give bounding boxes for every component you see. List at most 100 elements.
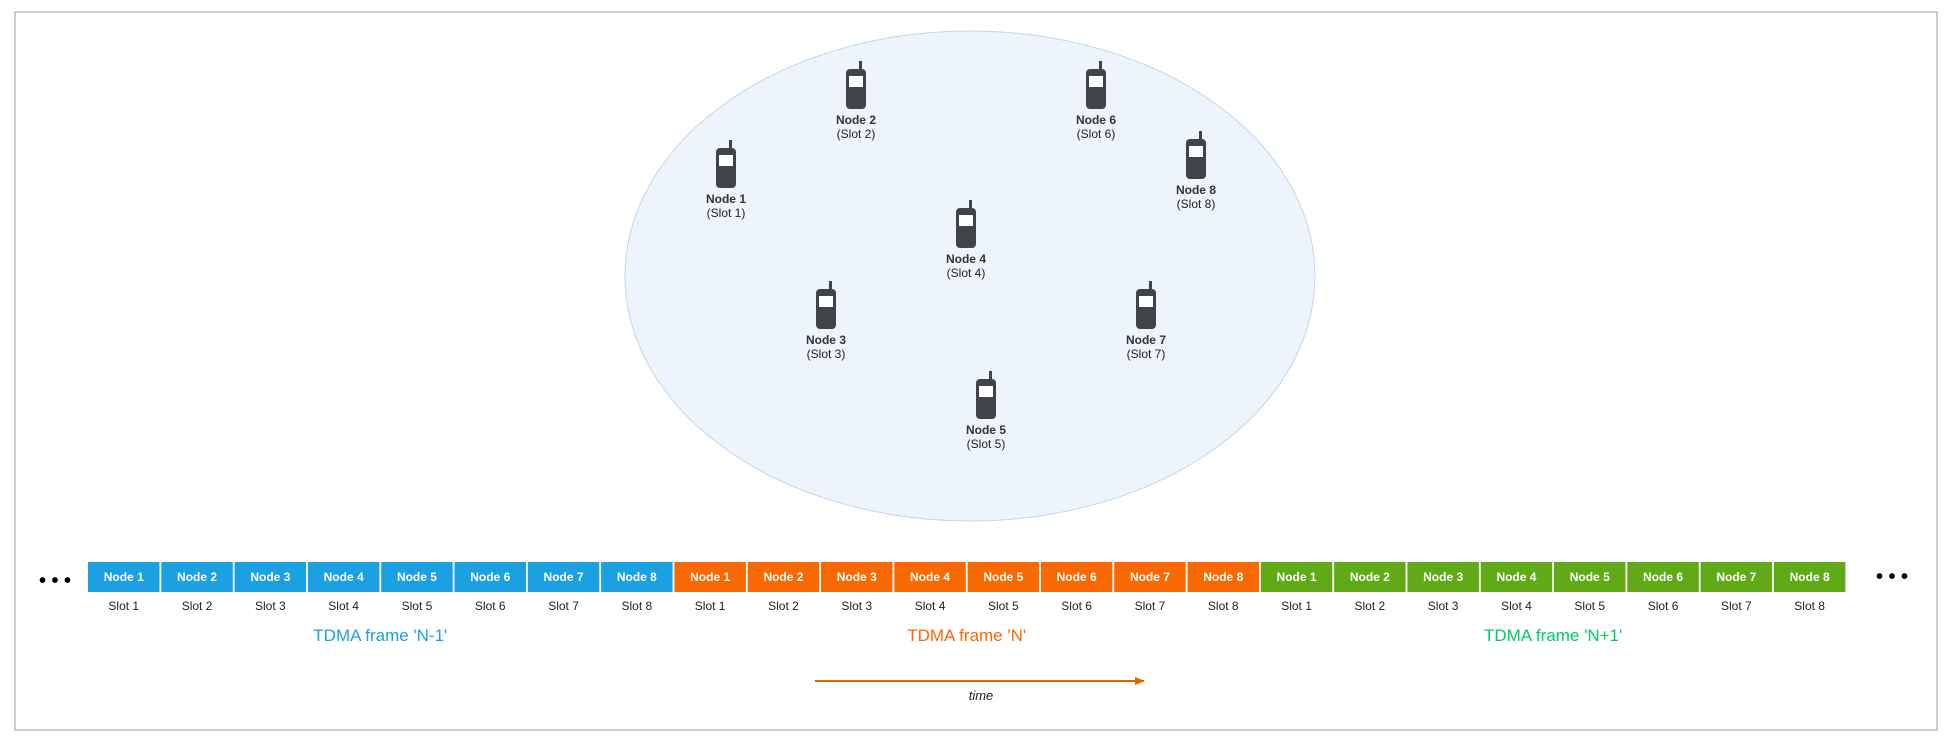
slot-cell <box>307 562 380 592</box>
mobile-phone-icon <box>846 61 866 109</box>
slot-cell <box>821 562 893 592</box>
slot-cell-label: Node 5 <box>397 570 437 584</box>
node-slot-label: (Slot 6) <box>1077 127 1116 141</box>
slot-cell-label: Node 8 <box>617 570 657 584</box>
node-name-label: Node 6 <box>1076 113 1116 127</box>
time-arrow: time <box>815 677 1145 703</box>
node-name-label: Node 8 <box>1176 183 1216 197</box>
tdma-frame-3: Node 1 Slot 1 Node 2 Slot 2 Node 3 Slot 3 Node… <box>1260 562 1846 645</box>
slot-label: Slot 4 <box>915 599 946 613</box>
frame-label: TDMA frame 'N' <box>907 626 1026 645</box>
nodes-layer: Node 1(Slot 1)Node 2(Slot 2)Node 3(Slot … <box>706 61 1216 451</box>
slot-cell <box>747 562 820 592</box>
slot-cell-label: Node 2 <box>1350 570 1390 584</box>
slot-cell-label: Node 8 <box>1203 570 1243 584</box>
slot-cell-label: Node 7 <box>1716 570 1756 584</box>
node-name-label: Node 2 <box>836 113 876 127</box>
slot-cell <box>1773 562 1846 592</box>
slot-cell <box>454 562 526 592</box>
node-name-label: Node 7 <box>1126 333 1166 347</box>
slot-cell <box>1554 562 1626 592</box>
slot-cell-label: Node 4 <box>1496 570 1536 584</box>
slot-cell-label: Node 5 <box>983 570 1023 584</box>
slot-label: Slot 5 <box>988 599 1019 613</box>
slot-cell <box>674 562 746 592</box>
node-2: Node 2(Slot 2) <box>836 61 876 141</box>
slot-cell-label: Node 7 <box>1130 570 1170 584</box>
slot-cell-label: Node 1 <box>1277 570 1317 584</box>
node-slot-label: (Slot 8) <box>1177 197 1216 211</box>
slot-label: Slot 8 <box>622 599 653 613</box>
node-5: Node 5(Slot 5) <box>966 371 1006 451</box>
slot-cell-label: Node 6 <box>470 570 510 584</box>
slot-cell <box>381 562 453 592</box>
mobile-phone-icon <box>716 140 736 188</box>
slot-cell <box>1114 562 1186 592</box>
slot-cell-label: Node 4 <box>324 570 364 584</box>
slot-cell <box>1187 562 1259 592</box>
slot-label: Slot 3 <box>255 599 286 613</box>
time-label: time <box>969 688 994 703</box>
node-name-label: Node 4 <box>946 252 986 266</box>
slot-label: Slot 3 <box>1428 599 1459 613</box>
slot-label: Slot 5 <box>1574 599 1605 613</box>
slot-cell <box>161 562 233 592</box>
slot-cell-label: Node 6 <box>1643 570 1683 584</box>
slot-label: Slot 8 <box>1794 599 1825 613</box>
slot-label: Slot 6 <box>475 599 506 613</box>
slot-cell-label: Node 6 <box>1057 570 1097 584</box>
slot-cell-label: Node 8 <box>1790 570 1830 584</box>
ellipsis-right: • • • <box>1876 566 1908 588</box>
slot-cell-label: Node 7 <box>544 570 584 584</box>
slot-label: Slot 6 <box>1061 599 1092 613</box>
ellipsis-left: • • • <box>39 570 71 592</box>
node-slot-label: (Slot 1) <box>707 206 746 220</box>
slot-label: Slot 2 <box>1355 599 1386 613</box>
node-name-label: Node 3 <box>806 333 846 347</box>
node-3: Node 3(Slot 3) <box>806 281 846 361</box>
slot-cell <box>88 562 160 592</box>
node-slot-label: (Slot 7) <box>1127 347 1166 361</box>
slot-cell-label: Node 4 <box>910 570 950 584</box>
slot-label: Slot 4 <box>1501 599 1532 613</box>
slot-cell-label: Node 1 <box>690 570 730 584</box>
slot-label: Slot 7 <box>1721 599 1752 613</box>
mobile-phone-icon <box>1186 131 1206 179</box>
slot-cell-label: Node 1 <box>104 570 144 584</box>
slot-label: Slot 5 <box>402 599 433 613</box>
slot-cell-label: Node 3 <box>250 570 290 584</box>
slot-cell <box>1700 562 1773 592</box>
slot-label: Slot 1 <box>108 599 139 613</box>
node-7: Node 7(Slot 7) <box>1126 281 1166 361</box>
node-slot-label: (Slot 4) <box>947 266 986 280</box>
node-name-label: Node 1 <box>706 192 746 206</box>
slot-cell <box>1040 562 1113 592</box>
node-6: Node 6(Slot 6) <box>1076 61 1116 141</box>
mobile-phone-icon <box>1136 281 1156 329</box>
slot-label: Slot 4 <box>328 599 359 613</box>
node-1: Node 1(Slot 1) <box>706 140 746 220</box>
slot-label: Slot 3 <box>841 599 872 613</box>
slot-cell-label: Node 5 <box>1570 570 1610 584</box>
frame-label: TDMA frame 'N+1' <box>1484 626 1622 645</box>
slot-cell <box>1260 562 1333 592</box>
slot-cell-label: Node 3 <box>837 570 877 584</box>
slot-cell <box>894 562 966 592</box>
slot-label: Slot 1 <box>1281 599 1312 613</box>
node-slot-label: (Slot 2) <box>837 127 876 141</box>
mobile-phone-icon <box>976 371 996 419</box>
slot-cell-label: Node 3 <box>1423 570 1463 584</box>
node-name-label: Node 5 <box>966 423 1006 437</box>
slot-label: Slot 7 <box>548 599 579 613</box>
slot-cell <box>234 562 307 592</box>
network-area <box>624 30 1316 522</box>
slot-cell-label: Node 2 <box>177 570 217 584</box>
slot-cell <box>967 562 1040 592</box>
slot-cell <box>601 562 673 592</box>
slot-label: Slot 7 <box>1135 599 1166 613</box>
slot-cell <box>1334 562 1406 592</box>
